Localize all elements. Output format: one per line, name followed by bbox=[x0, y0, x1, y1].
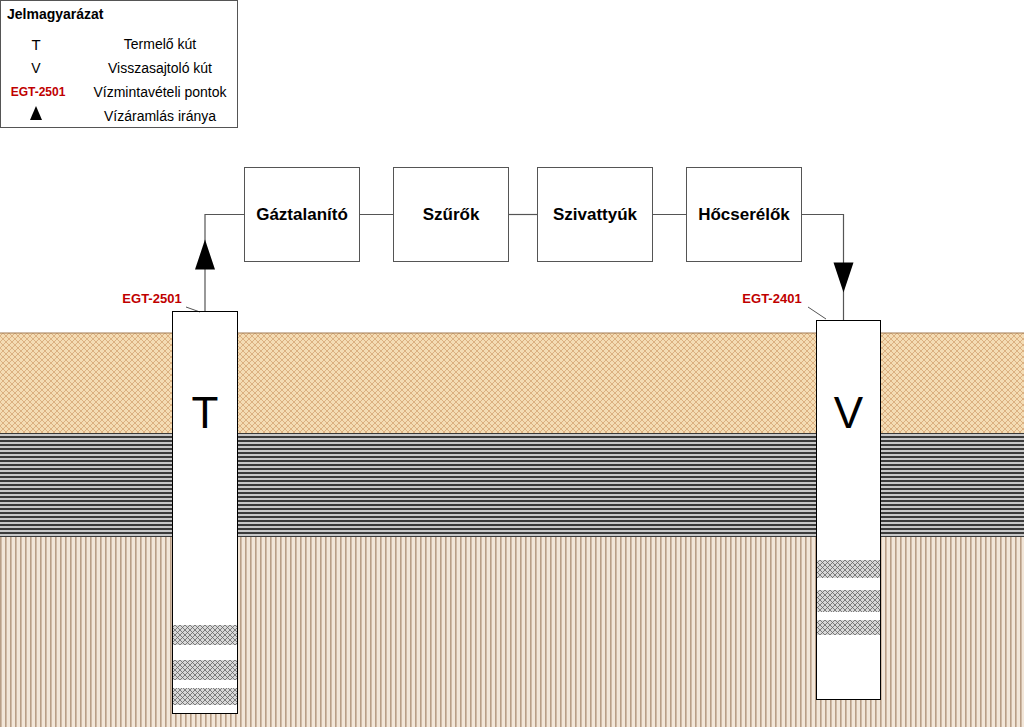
well-screen bbox=[817, 560, 880, 578]
well-screen bbox=[173, 688, 237, 705]
box-label: Gáztalanító bbox=[256, 205, 348, 225]
injection-well-body bbox=[816, 320, 881, 700]
legend-entry: Vízáramlás iránya bbox=[104, 108, 216, 124]
flow-line bbox=[653, 214, 686, 215]
flow-arrowhead bbox=[834, 263, 854, 293]
well-letter: T bbox=[173, 312, 237, 438]
process-box: Szivattyúk bbox=[537, 167, 653, 262]
legend-arrow-symbol bbox=[30, 106, 42, 120]
well-screen bbox=[817, 590, 880, 612]
legend-entry: Visszasajtoló kút bbox=[108, 60, 212, 76]
legend-entry: Termelő kút bbox=[124, 36, 196, 52]
box-label: Szűrők bbox=[423, 205, 480, 225]
legend-text: Vízáramlás iránya bbox=[104, 108, 216, 124]
legend-text: Vízmintavételi pontok bbox=[93, 84, 226, 100]
flow-connector bbox=[509, 214, 537, 215]
legend-text: Visszasajtoló kút bbox=[108, 60, 212, 76]
production-well-body bbox=[172, 311, 238, 714]
well-screen bbox=[817, 620, 880, 635]
flow-connector bbox=[802, 215, 854, 321]
box-label: Hőcserélők bbox=[698, 205, 790, 225]
production-well: T bbox=[172, 311, 238, 714]
flow-arrowhead bbox=[195, 240, 215, 270]
process-box: Gáztalanító bbox=[244, 167, 360, 262]
flow-line bbox=[509, 214, 537, 215]
well-letter: V bbox=[817, 321, 880, 438]
flow-connector bbox=[195, 215, 244, 312]
sampling-point: EGT-2501 bbox=[122, 291, 181, 306]
process-box: Hőcserélők bbox=[686, 167, 802, 262]
well-screen bbox=[173, 660, 237, 680]
box-label: Szivattyúk bbox=[553, 205, 637, 225]
legend-symbol: EGT-2501 bbox=[11, 85, 66, 99]
well-screen bbox=[173, 625, 237, 645]
flow-line bbox=[360, 214, 393, 215]
legend-title: Jelmagyarázat bbox=[7, 6, 104, 22]
legend-symbol: T bbox=[31, 36, 40, 53]
process-box: Szűrők bbox=[393, 167, 509, 262]
leader-line bbox=[808, 307, 826, 319]
flow-connector bbox=[360, 214, 393, 215]
legend-entry: Vízmintavételi pontok bbox=[93, 84, 226, 100]
legend-frame bbox=[1, 1, 238, 128]
legend-text: Termelő kút bbox=[124, 36, 196, 52]
legend-symbol: V bbox=[31, 60, 40, 76]
flow-connector bbox=[653, 214, 686, 215]
sampling-point: EGT-2401 bbox=[742, 291, 801, 306]
injection-well: V bbox=[816, 320, 881, 700]
